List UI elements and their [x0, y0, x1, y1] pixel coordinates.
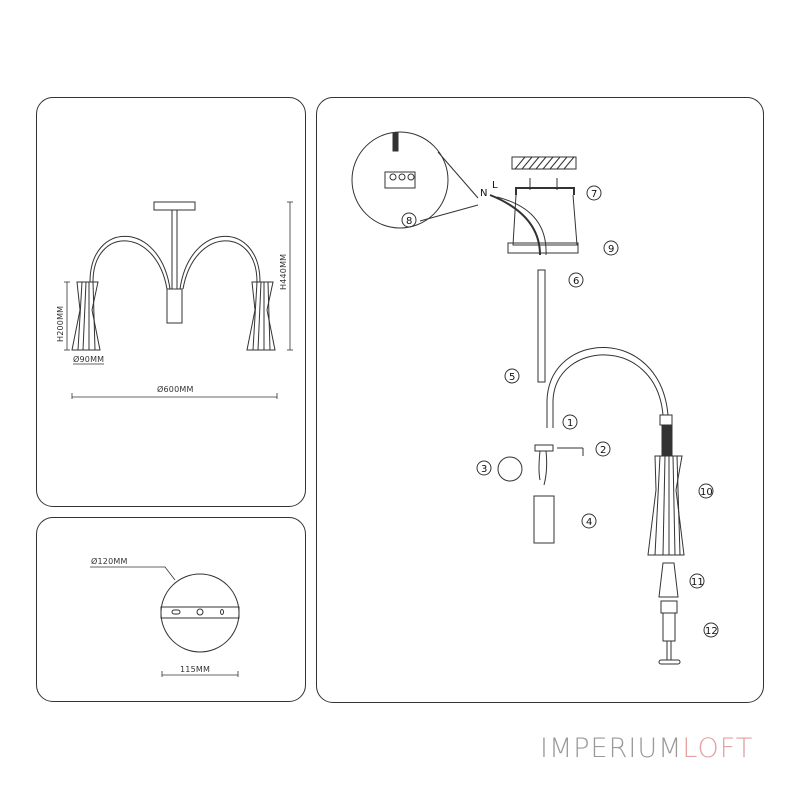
brand-logo: IMPERIUMLOFT	[540, 733, 753, 764]
overall-diameter-label: Ø600MM	[157, 384, 194, 394]
wire-live-label: L	[492, 180, 498, 191]
dimension-lines	[64, 201, 293, 399]
bracket-width-label: 115MM	[180, 665, 210, 674]
assembly-panel	[316, 97, 764, 703]
step-markers	[401, 185, 719, 638]
canopy-diameter-label: Ø120MM	[91, 556, 128, 566]
step-1: 1	[567, 418, 573, 429]
step-12: 12	[705, 626, 718, 637]
shade-diameter-label: Ø90MM	[73, 354, 104, 364]
mounting-bracket	[489, 178, 579, 256]
down-rod	[537, 269, 546, 383]
terminal-block-detail	[351, 131, 479, 229]
height-shade-label: H200MM	[56, 306, 65, 342]
step-3: 3	[481, 464, 487, 475]
canopy-panel	[36, 517, 306, 702]
chandelier-front-view	[71, 201, 276, 351]
step-7: 7	[591, 189, 597, 200]
curved-arm	[546, 346, 673, 456]
height-total-label: H440MM	[279, 254, 288, 290]
brand-part1: IMPERIUM	[540, 733, 683, 764]
step-4: 4	[586, 517, 592, 528]
wire-neutral-label: N	[480, 188, 487, 199]
step-5: 5	[509, 372, 515, 383]
canopy-plate	[90, 566, 240, 677]
step-10: 10	[700, 487, 713, 498]
glass-shade	[647, 455, 685, 665]
brand-part2: LOFT	[682, 733, 754, 764]
step-8: 8	[406, 216, 412, 227]
step-6: 6	[573, 276, 579, 287]
step-11: 11	[691, 577, 704, 588]
step-9: 9	[608, 244, 614, 255]
socket-cup	[497, 444, 584, 544]
step-2: 2	[600, 445, 606, 456]
ceiling-hatch	[511, 156, 577, 170]
